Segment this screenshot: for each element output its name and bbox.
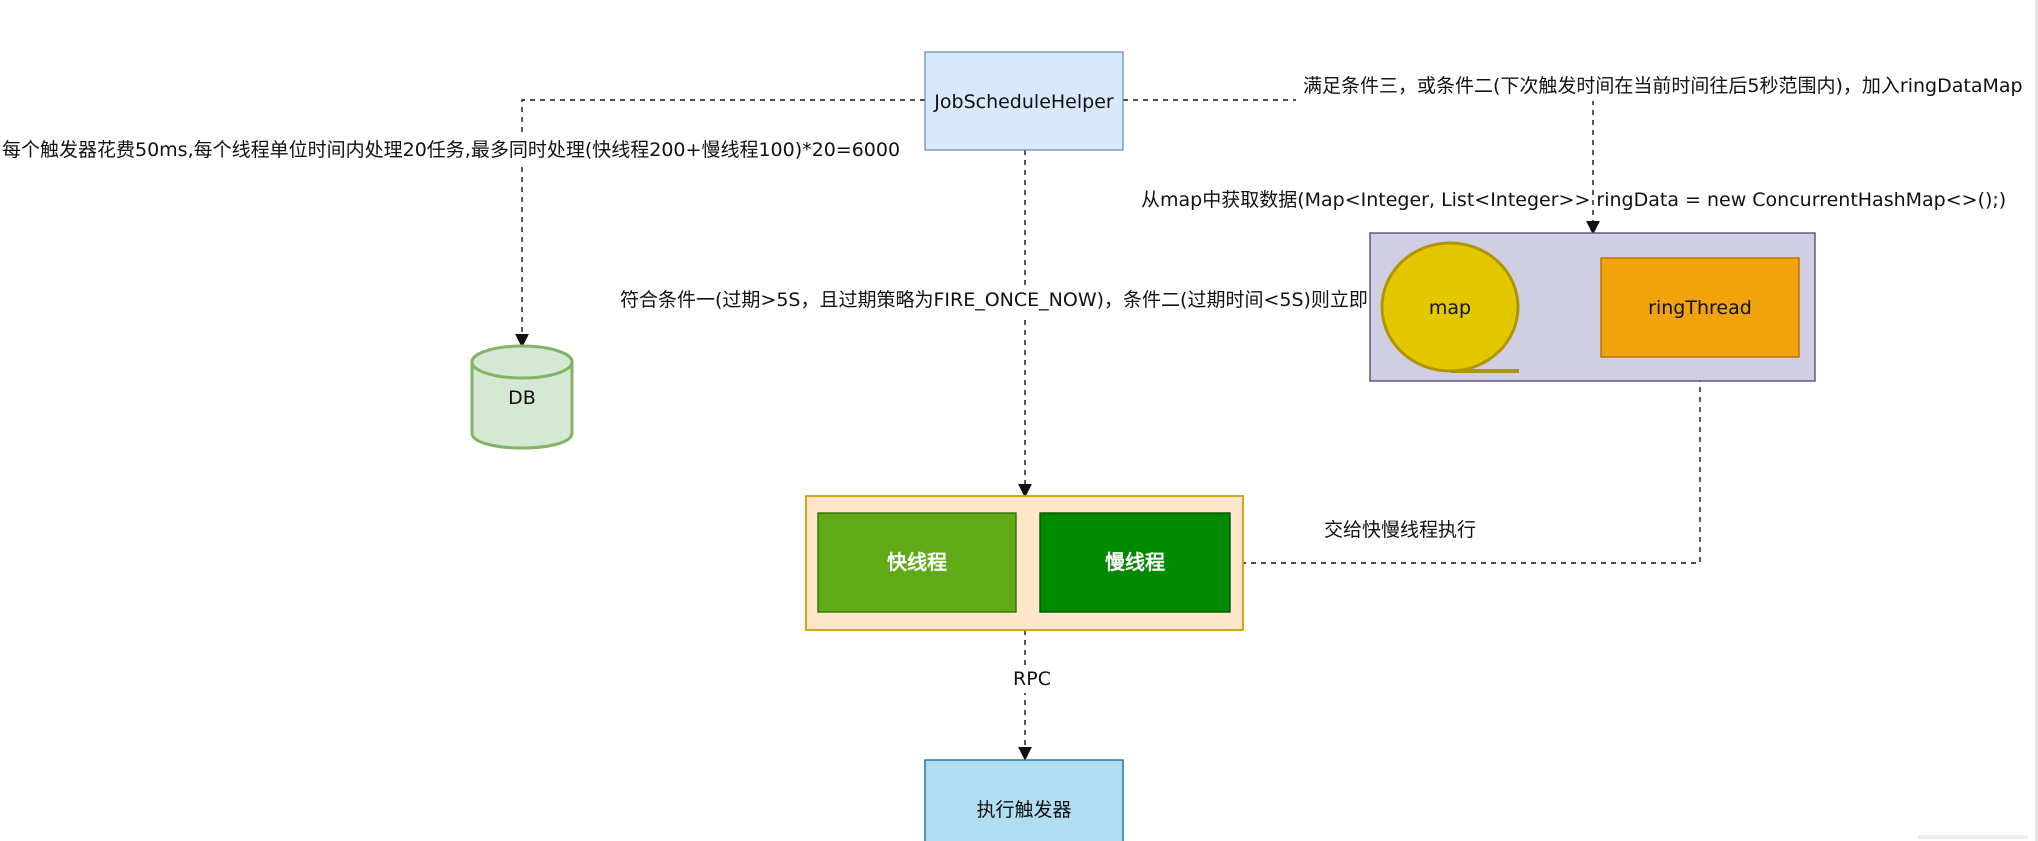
map-label: map [1429, 297, 1471, 319]
throughput-label-bg [0, 137, 895, 165]
condition-one-label-bg [618, 287, 1370, 315]
ring-thread-node[interactable]: ringThread [1600, 257, 1800, 358]
executor-label: 执行触发器 [976, 799, 1071, 821]
condition-three-label-bg [1296, 73, 2038, 101]
nodes: JobScheduleHelper DB map ringThread 快线程 [470, 51, 1816, 841]
executor-node[interactable]: 执行触发器 [924, 759, 1124, 841]
condition-three-label: 满足条件三，或条件二(下次触发时间在当前时间往后5秒范围内)，加入ringDat… [1303, 75, 2023, 97]
db-node[interactable]: DB [470, 344, 574, 450]
edge-labels: 每个触发器花费50ms,每个线程单位时间内处理20任务,最多同时处理(快线程20… [0, 73, 2038, 693]
edge-helper-to-ring-data-map [1123, 99, 1600, 235]
job-schedule-helper-label: JobScheduleHelper [933, 91, 1114, 113]
hand-to-threads-label: 交给快慢线程执行 [1324, 519, 1476, 541]
right-edge-scrollbar[interactable] [2035, 0, 2038, 841]
edge-helper-to-db [515, 99, 925, 348]
watermark-trace [1918, 835, 2028, 839]
condition-one-label: 符合条件一(过期>5S，且过期策略为FIRE_ONCE_NOW)，条件二(过期时… [620, 289, 1368, 311]
slow-thread-label: 慢线程 [1105, 550, 1165, 574]
slow-thread-node[interactable]: 慢线程 [1039, 512, 1231, 613]
db-label: DB [508, 387, 536, 409]
fast-thread-node[interactable]: 快线程 [817, 512, 1017, 613]
ring-thread-label: ringThread [1648, 297, 1752, 319]
map-node[interactable]: map [1380, 241, 1520, 373]
rpc-label: RPC [1013, 668, 1051, 690]
rpc-label-bg [1004, 665, 1054, 693]
throughput-label: 每个触发器花费50ms,每个线程单位时间内处理20任务,最多同时处理(快线程20… [2, 139, 900, 161]
fast-thread-label: 快线程 [887, 550, 947, 574]
job-schedule-helper-node[interactable]: JobScheduleHelper [924, 51, 1124, 151]
map-fetch-label: 从map中获取数据(Map<Integer, List<Integer>> ri… [1141, 189, 2006, 211]
